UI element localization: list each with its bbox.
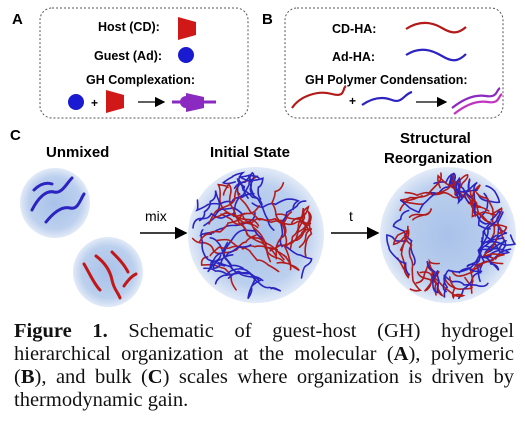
adha-strand [200, 229, 226, 267]
adha-strand [478, 185, 501, 204]
cdha-strand [297, 209, 313, 258]
cdha-strand [276, 254, 300, 272]
guest-ad-icon [178, 47, 194, 63]
condensed-polymer-icon [451, 87, 503, 115]
cdha-strand [416, 271, 445, 298]
caption-ref-a: A [393, 343, 409, 365]
cdha-strand [463, 189, 508, 235]
panel-b-letter: B [262, 11, 273, 28]
complexation-host-icon [106, 90, 124, 113]
adha-strand [443, 274, 489, 298]
panel-a-letter: A [12, 11, 23, 28]
cdha-strand [408, 208, 433, 221]
cdha-strand [490, 207, 505, 242]
cdha-strand [424, 258, 440, 292]
adha-strand [442, 267, 483, 293]
reorganized-chains [386, 172, 517, 300]
cdha-strand [191, 234, 257, 255]
condensation-label: GH Polymer Condensation: [305, 73, 468, 87]
adha-strand [279, 200, 307, 248]
cdha-strand [233, 213, 285, 261]
adha-strand [426, 260, 440, 294]
unmixed-cdha-chains [82, 250, 138, 300]
unmixed-adha-chains [30, 176, 86, 224]
cdha-strand [471, 184, 496, 218]
cdha-strand [399, 191, 466, 212]
adha-strand [238, 176, 264, 200]
cdha-strand-icon [405, 21, 467, 34]
adha-strand [198, 190, 221, 222]
complexation-plus: + [91, 96, 98, 110]
reorganization-label: Reorganization [384, 150, 492, 167]
adha-strand [195, 192, 255, 212]
time-label: t [349, 208, 353, 224]
cdha-strand [289, 205, 310, 250]
cdha-strand [222, 182, 259, 229]
cdha-strand [436, 173, 469, 195]
adha-strand [277, 244, 313, 279]
adha-strand [192, 212, 235, 229]
complexation-guest-icon [68, 94, 84, 110]
adha-strand [399, 193, 436, 214]
figure-caption: Figure 1. Schematic of guest-host (GH) h… [14, 320, 514, 412]
adha-strand [227, 270, 282, 292]
caption-text-3: ), and bulk ( [34, 366, 148, 388]
adha-strand [480, 254, 500, 271]
adha-strand [464, 195, 508, 239]
cdha-strand [403, 234, 422, 292]
caption-figure-label: Figure 1. [14, 320, 108, 342]
cdha-strand [392, 225, 410, 252]
cdha-strand [213, 212, 260, 227]
cdha-strand [198, 205, 260, 243]
adha-strand-icon [405, 48, 467, 62]
cdha-strand [216, 238, 280, 273]
adha-strand [478, 234, 503, 252]
adha-strand [223, 229, 265, 270]
panel-c-letter: C [10, 127, 21, 144]
cdha-strand [253, 227, 286, 264]
panel-a-box [39, 7, 249, 119]
cdha-label: CD-HA: [332, 22, 376, 36]
adha-strand [247, 277, 262, 300]
reorganized-sphere [380, 167, 516, 303]
host-label: Host (CD): [98, 20, 160, 34]
adha-strand [212, 244, 252, 270]
adha-strand [480, 221, 517, 247]
complexation-label: GH Complexation: [86, 73, 195, 87]
figure-diagram: A Host (CD): Guest (Ad): GH Complexation… [10, 7, 517, 307]
adha-label: Ad-HA: [332, 50, 375, 64]
initial-state-chains [191, 171, 313, 300]
caption-text-4: ) scales where organization is driven by… [14, 366, 514, 411]
caption-text-2: ), polymeric ( [14, 343, 514, 388]
cdha-strand [270, 182, 285, 224]
caption-ref-c: C [147, 366, 163, 388]
cdha-strand [282, 221, 292, 271]
condensation-plus: + [349, 94, 356, 108]
initial-state-label: Initial State [210, 144, 290, 161]
gh-complex-icon [172, 93, 216, 112]
guest-label: Guest (Ad): [94, 49, 162, 63]
adha-strand [236, 177, 263, 206]
caption-ref-b: B [20, 366, 35, 388]
structural-label: Structural [400, 130, 471, 147]
cdha-strand [404, 172, 442, 197]
adha-strand [476, 209, 501, 264]
unmixed-label: Unmixed [46, 144, 109, 161]
adha-strand [455, 176, 471, 202]
condensation-cdha-strand [291, 85, 347, 109]
adha-strand [221, 171, 246, 195]
panel-b-box [284, 7, 504, 119]
mix-label: mix [145, 208, 167, 224]
cdha-strand [432, 276, 466, 300]
caption-text-1: Schematic of guest-host (GH) hydrogel hi… [14, 320, 514, 365]
cdha-strand [475, 192, 496, 243]
adha-strand [207, 241, 229, 273]
cdha-strand [239, 217, 309, 229]
host-cd-icon [178, 17, 196, 40]
condensation-adha-strand [361, 90, 413, 106]
cdha-strand [451, 259, 495, 277]
cdha-strand [275, 213, 312, 247]
